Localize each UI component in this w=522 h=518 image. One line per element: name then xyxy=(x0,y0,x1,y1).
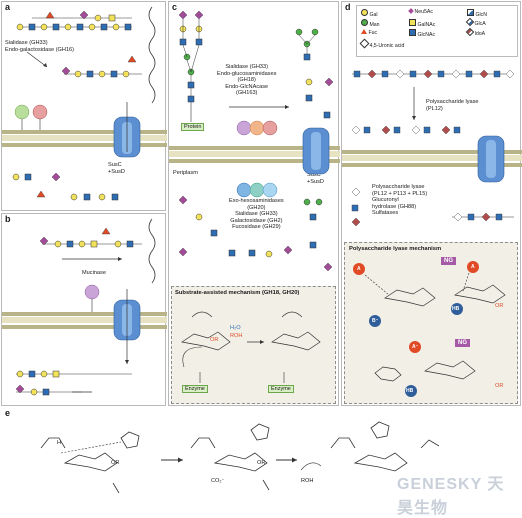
glcnac-icon xyxy=(409,29,416,36)
panel-d-diagram xyxy=(342,69,522,227)
panel-b-label: b xyxy=(5,214,11,224)
panel-c-transporter: SusC +SusD xyxy=(307,172,324,185)
sa-label-or: OR xyxy=(210,337,219,343)
legend-idoa-label: IdoA xyxy=(474,31,486,37)
panel-c-bottom-enzymes: Exo-hexosaminidases (GH20) Sialidase (GH… xyxy=(229,198,284,231)
panel-d-lower-enzymes: Polysaccharide lyase (PL12 + P113 + PL15… xyxy=(372,184,428,217)
substrate-assisted-inset: Substrate-assisted mechanism (GH18, GH20… xyxy=(171,286,336,404)
legend-neu5ac: Neu5Ac xyxy=(408,8,433,15)
panel-a-label: a xyxy=(5,2,11,12)
sa-enzyme-1: Enzyme xyxy=(182,385,208,393)
lyase-label-b: B⁻ xyxy=(372,318,379,324)
galnac-icon xyxy=(409,19,416,26)
legend-uronic: 4,5-Uronic acid xyxy=(359,38,405,49)
lyase-label-a: A xyxy=(357,266,361,272)
lyase-mechanism-title: Polysaccharide lyase mechanism xyxy=(349,246,442,252)
legend-idoa: IdoA xyxy=(465,27,486,37)
panel-b: b Mucinase xyxy=(1,213,167,406)
e-label-h: H xyxy=(57,440,62,446)
panel-d: d Gal Man Fuc Neu5Ac GalNAc GlcNAc GlcN … xyxy=(341,1,522,406)
legend-man-label: Man xyxy=(369,22,380,28)
protein-label: Protein xyxy=(181,123,205,131)
legend-gal-label: Gal xyxy=(369,12,378,18)
ng-badge-1: NG xyxy=(441,257,456,265)
legend-galnac: GalNAc xyxy=(409,19,435,28)
legend-galnac-label: GalNAc xyxy=(417,22,436,28)
substrate-assisted-diagram xyxy=(181,311,321,383)
lyase-or-2: OR xyxy=(495,383,504,389)
lyase-label-a-minus: A⁻ xyxy=(412,344,419,350)
legend-gal: Gal xyxy=(361,9,378,18)
legend-neu5ac-label: Neu5Ac xyxy=(414,9,433,15)
man-icon xyxy=(361,19,368,26)
legend-glca-label: GlcA xyxy=(474,21,486,27)
substrate-assisted-title: Substrate-assisted mechanism (GH18, GH20… xyxy=(175,290,300,296)
legend-glca: GlcA xyxy=(465,17,486,27)
legend-uronic-label: 4,5-Uronic acid xyxy=(369,43,405,49)
sa-label-roh: ROH xyxy=(230,333,243,339)
panel-e: e ROH OR CO₂⁻ H OR GENESKY 天昊生物 xyxy=(1,408,521,517)
monosaccharide-legend: Gal Man Fuc Neu5Ac GalNAc GlcNAc GlcN Gl… xyxy=(356,5,518,57)
lyase-label-hb1: HB xyxy=(452,306,460,312)
panel-c-diagram xyxy=(169,10,340,272)
legend-glcnac: GlcNAc xyxy=(409,29,435,38)
legend-fuc-label: Fuc xyxy=(368,30,378,36)
e-label-roh: ROH xyxy=(301,478,314,484)
watermark: GENESKY 天昊生物 xyxy=(397,476,505,517)
panel-e-diagram xyxy=(40,421,440,494)
e-label-or: OR xyxy=(111,460,120,466)
sa-enzyme-2: Enzyme xyxy=(268,385,294,393)
legend-fuc: Fuc xyxy=(361,29,377,36)
lyase-mechanism-diagram xyxy=(353,261,506,397)
lyase-or-1: OR xyxy=(495,303,504,309)
legend-glcnac-label: GlcNAc xyxy=(417,32,436,38)
e-label-or2: OR xyxy=(257,460,266,466)
lyase-label-a2: A xyxy=(471,264,475,270)
gal-icon xyxy=(361,9,368,16)
panel-e-label: e xyxy=(5,408,11,418)
legend-glcn-label: GlcN xyxy=(475,12,487,18)
panel-c-top-enzymes: Sialidase (GH33) Endo-glucosaminidases (… xyxy=(217,64,277,97)
panel-b-enzyme: Mucinase xyxy=(82,270,106,276)
ng-badge-2: NG xyxy=(455,339,470,347)
panel-c: c Sialidase (GH33) Endo-glucosaminidases… xyxy=(168,1,340,406)
panel-c-label: c xyxy=(172,2,178,12)
heparan-fragments xyxy=(351,125,461,135)
panel-b-diagram xyxy=(2,218,167,396)
lyase-label-hb2: HB xyxy=(406,388,414,394)
heparan-chain xyxy=(353,69,515,79)
panel-a-diagram xyxy=(2,6,167,201)
panel-a-transporter: SusC +SusD xyxy=(108,162,125,175)
fuc-icon xyxy=(361,29,367,34)
panel-a-enzymes: Sialidase (GH33) Endo-galactosidase (GH1… xyxy=(5,40,75,53)
sa-label-h2o: H₂O xyxy=(230,325,241,331)
e-label-co2: CO₂⁻ xyxy=(211,478,225,484)
lyase-mechanism-inset: Polysaccharide lyase mechanism NG NG OR … xyxy=(344,242,518,404)
legend-man: Man xyxy=(361,19,380,28)
periplasm-label: Periplasm xyxy=(173,170,198,176)
glcn-icon xyxy=(467,9,474,16)
panel-a: a Sialidase (GH33) Endo-galactosidase (G… xyxy=(1,1,167,211)
panel-d-lyase: Polysaccharide lyase (PL12) xyxy=(426,99,479,112)
legend-glcn: GlcN xyxy=(467,9,487,18)
panel-d-label: d xyxy=(345,2,351,12)
